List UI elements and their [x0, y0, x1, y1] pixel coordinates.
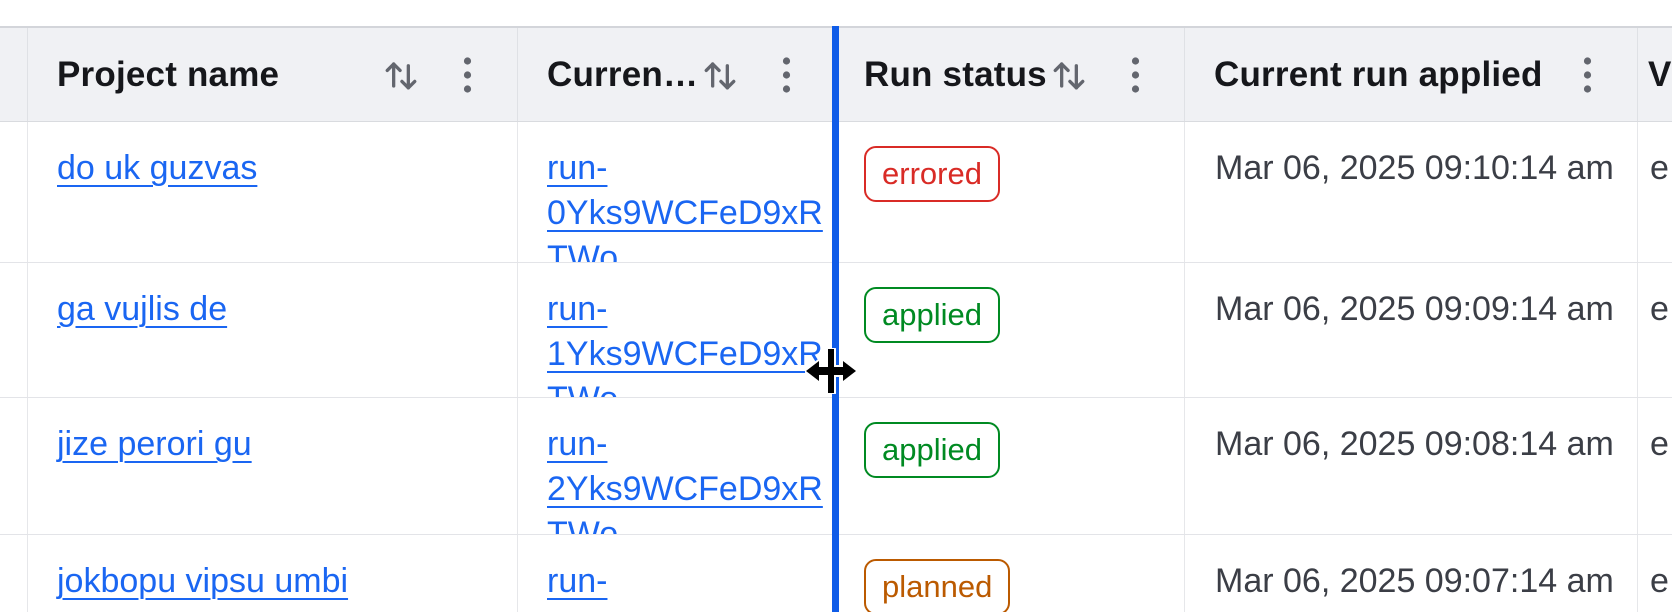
truncated-value: e: [1650, 425, 1669, 463]
project-link[interactable]: jize perori gu: [57, 425, 252, 463]
column-header-run-status: Run status: [835, 28, 1185, 121]
row-edge-cell: [0, 398, 28, 534]
run-status-cell: applied: [835, 398, 1185, 534]
truncated-cell: e: [1638, 535, 1672, 612]
row-edge-cell: [0, 122, 28, 262]
column-menu-kebab-icon[interactable]: [1583, 56, 1592, 94]
run-status-cell: errored: [835, 122, 1185, 262]
column-label-current-run-applied: Current run applied: [1214, 54, 1543, 94]
current-run-applied-cell: Mar 06, 2025 09:10:14 am: [1185, 122, 1638, 262]
row-edge-cell: [0, 263, 28, 397]
column-label-run-status: Run status: [864, 54, 1047, 94]
sort-icon[interactable]: [698, 53, 742, 97]
column-menu-kebab-icon[interactable]: [463, 56, 472, 94]
run-status-badge: applied: [864, 422, 1000, 478]
column-header-current-run-applied: Current run applied: [1185, 28, 1638, 121]
project-name-cell: jize perori gu: [28, 398, 518, 534]
row-edge-cell: [0, 535, 28, 612]
current-run-cell: run-0Yks9WCFeD9xRTWo: [518, 122, 835, 262]
applied-timestamp: Mar 06, 2025 09:10:14 am: [1215, 149, 1614, 187]
header-edge-column: [0, 28, 28, 121]
run-link[interactable]: run-2Yks9WCFeD9xRTWo: [547, 425, 823, 534]
project-link[interactable]: jokbopu vipsu umbi: [57, 562, 349, 600]
current-run-applied-cell: Mar 06, 2025 09:09:14 am: [1185, 263, 1638, 397]
column-label-project-name: Project name: [57, 54, 280, 94]
project-link[interactable]: do uk guzvas: [57, 149, 258, 187]
current-run-applied-cell: Mar 06, 2025 09:07:14 am: [1185, 535, 1638, 612]
current-run-cell: run-2Yks9WCFeD9xRTWo: [518, 398, 835, 534]
truncated-cell: e: [1638, 122, 1672, 262]
column-menu-kebab-icon[interactable]: [1131, 56, 1140, 94]
truncated-cell: e: [1638, 263, 1672, 397]
truncated-value: e: [1650, 562, 1669, 600]
current-run-applied-cell: Mar 06, 2025 09:08:14 am: [1185, 398, 1638, 534]
column-header-project-name: Project name: [28, 28, 518, 121]
column-header-current-run: Curren…: [518, 28, 835, 121]
column-header-truncated: V: [1638, 28, 1672, 121]
project-name-cell: jokbopu vipsu umbi: [28, 535, 518, 612]
project-name-cell: do uk guzvas: [28, 122, 518, 262]
column-label-truncated: V: [1648, 54, 1672, 94]
run-link[interactable]: run-1Yks9WCFeD9xRTWo: [547, 290, 823, 397]
project-name-cell: ga vujlis de: [28, 263, 518, 397]
run-status-cell: applied: [835, 263, 1185, 397]
run-link[interactable]: run-3Yks9WCFeD9xRTWo: [547, 562, 823, 612]
applied-timestamp: Mar 06, 2025 09:08:14 am: [1215, 425, 1614, 463]
column-resize-line[interactable]: [832, 26, 839, 612]
truncated-value: e: [1650, 149, 1669, 187]
truncated-value: e: [1650, 290, 1669, 328]
current-run-cell: run-1Yks9WCFeD9xRTWo: [518, 263, 835, 397]
applied-timestamp: Mar 06, 2025 09:09:14 am: [1215, 290, 1614, 328]
project-link[interactable]: ga vujlis de: [57, 290, 228, 328]
sort-icon[interactable]: [379, 53, 423, 97]
sort-icon[interactable]: [1047, 53, 1091, 97]
table-row: jokbopu vipsu umbi run-3Yks9WCFeD9xRTWo …: [0, 535, 1672, 612]
current-run-cell: run-3Yks9WCFeD9xRTWo: [518, 535, 835, 612]
run-status-cell: planned: [835, 535, 1185, 612]
column-menu-kebab-icon[interactable]: [782, 56, 791, 94]
run-status-badge: applied: [864, 287, 1000, 343]
run-status-badge: errored: [864, 146, 1000, 202]
truncated-cell: e: [1638, 398, 1672, 534]
run-status-badge: planned: [864, 559, 1011, 612]
column-label-current-run: Curren…: [547, 54, 699, 94]
applied-timestamp: Mar 06, 2025 09:07:14 am: [1215, 562, 1614, 600]
run-link[interactable]: run-0Yks9WCFeD9xRTWo: [547, 149, 823, 262]
